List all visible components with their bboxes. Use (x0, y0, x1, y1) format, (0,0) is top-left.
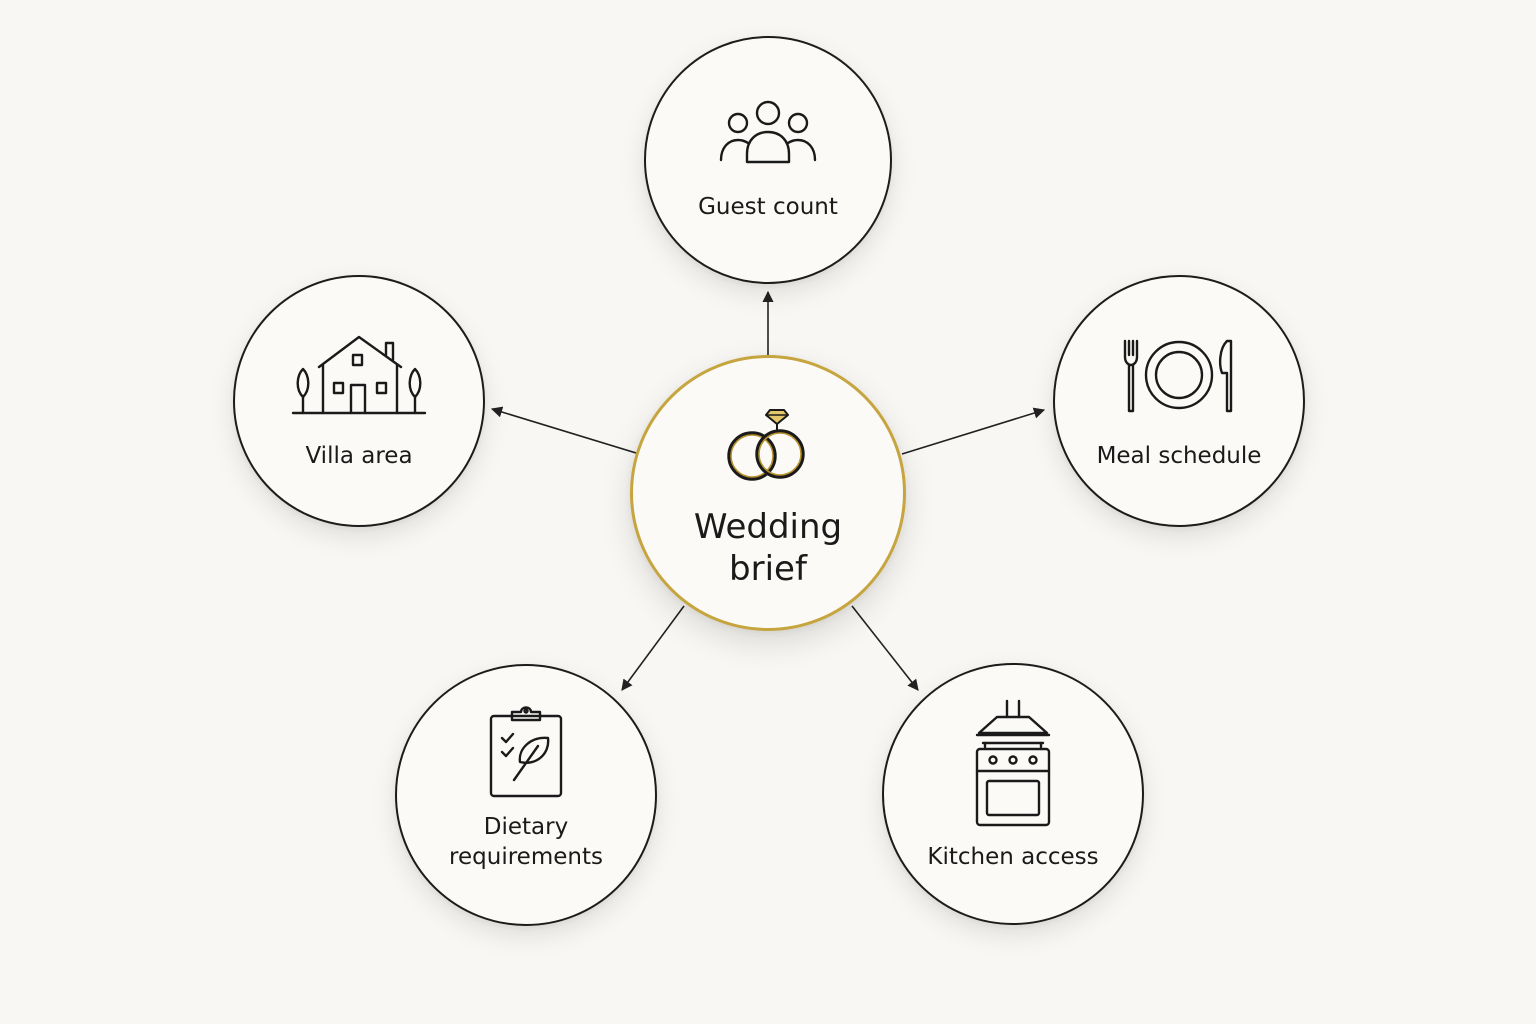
fork-plate-knife-icon (1055, 339, 1303, 415)
node-title: Wedding brief (643, 506, 893, 590)
edge-meal-schedule (901, 407, 1046, 455)
edge-dietary (621, 605, 685, 691)
node-label-line2: requirements (449, 844, 603, 870)
node-meal-schedule[interactable]: Meal schedule (1053, 275, 1305, 527)
edge-villa-area (490, 406, 637, 454)
node-title-line1: Wedding (693, 507, 843, 547)
node-wedding-brief[interactable]: Wedding brief (630, 355, 906, 631)
house-with-trees-icon (235, 333, 483, 417)
node-label: Villa area (305, 443, 413, 469)
node-title-line2: brief (729, 549, 807, 589)
node-guest-count[interactable]: Guest count (644, 36, 892, 284)
stove-hood-icon (884, 699, 1142, 829)
wedding-rings-icon (633, 404, 903, 484)
node-label: Meal schedule (1096, 443, 1262, 469)
node-label: Guest count (698, 194, 838, 220)
node-label: Dietary requirements (407, 812, 645, 872)
clipboard-leaf-icon (397, 704, 655, 800)
node-villa-area[interactable]: Villa area (233, 275, 485, 527)
node-label-line1: Dietary (483, 814, 569, 840)
people-group-icon (646, 98, 890, 164)
edge-kitchen-access (851, 605, 919, 691)
node-kitchen-access[interactable]: Kitchen access (882, 663, 1144, 925)
node-dietary-requirements[interactable]: Dietary requirements (395, 664, 657, 926)
node-label: Kitchen access (927, 844, 1099, 870)
